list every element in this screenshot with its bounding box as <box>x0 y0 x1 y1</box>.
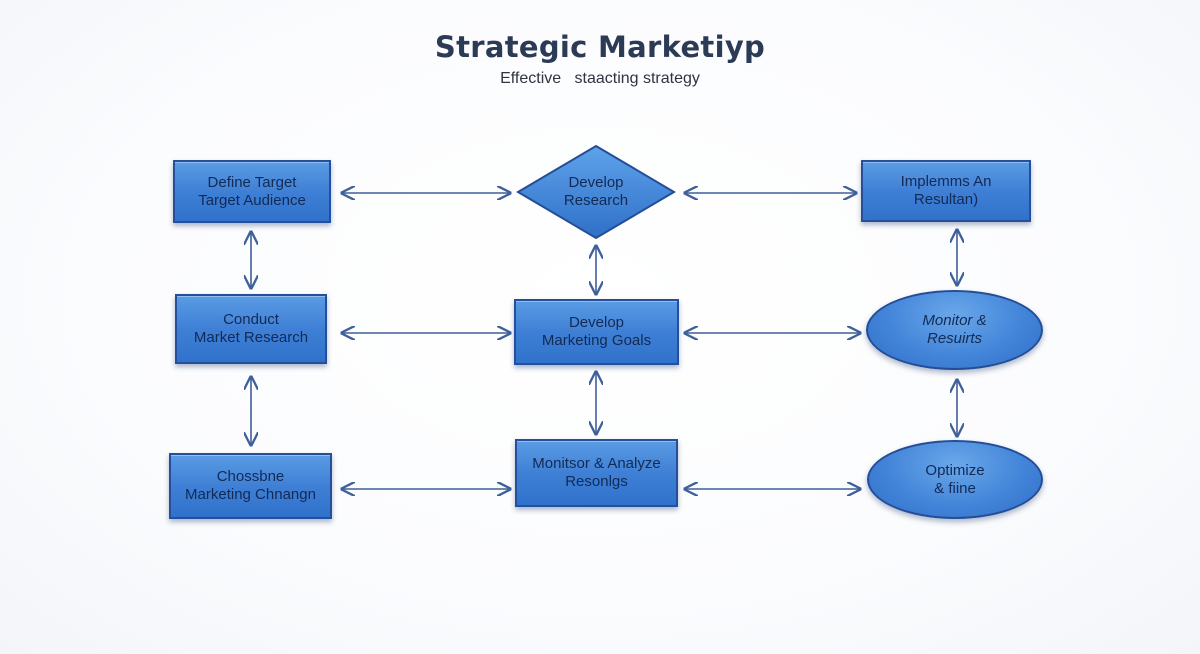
monitor-results-node: Monitor & Resuirts <box>866 290 1043 370</box>
diagram-title: Strategic Marketiyp <box>434 30 766 64</box>
diagram-subtitle: Effective staacting strategy <box>500 70 700 87</box>
implements-line1: Implemms An <box>900 173 992 190</box>
monitor-results-line2: Resuirts <box>926 330 982 347</box>
conduct-research-line2: Market Research <box>193 329 309 346</box>
define-target-node: Define Target Target Audience <box>173 160 331 223</box>
monitor-results-line1: Monitor & <box>922 312 987 329</box>
choose-channel-line1: Chossbne <box>216 468 285 485</box>
monitor-analyze-line1: Monitsor & Analyze <box>532 455 661 472</box>
choose-channel-node: Chossbne Marketing Chnangn <box>169 453 332 519</box>
diamond-shape <box>516 144 676 240</box>
implements-node: Implemms An Resultan) <box>861 160 1031 222</box>
conduct-research-line1: Conduct <box>223 311 279 328</box>
monitor-analyze-node: Monitsor & Analyze Resonlgs <box>515 439 678 507</box>
define-target-line1: Define Target <box>207 173 297 191</box>
define-target-line2: Target Audience <box>198 191 306 209</box>
develop-research-node: Develop Research <box>516 144 676 240</box>
optimize-node: Optimize & fiine <box>867 440 1043 519</box>
conduct-research-node: Conduct Market Research <box>175 294 327 364</box>
develop-goals-line2: Marketing Goals <box>541 332 652 349</box>
develop-research-line1: Develop <box>568 174 624 191</box>
monitor-analyze-line2: Resonlgs <box>565 473 628 490</box>
develop-goals-node: Develop Marketing Goals <box>514 299 679 365</box>
develop-goals-line1: Develop <box>568 314 625 331</box>
choose-channel-line2: Marketing Chnangn <box>185 486 316 503</box>
implements-line2: Resultan) <box>913 191 979 208</box>
optimize-line1: Optimize <box>925 461 985 479</box>
develop-research-line2: Research <box>563 192 629 209</box>
optimize-line2: & fiine <box>934 479 976 497</box>
